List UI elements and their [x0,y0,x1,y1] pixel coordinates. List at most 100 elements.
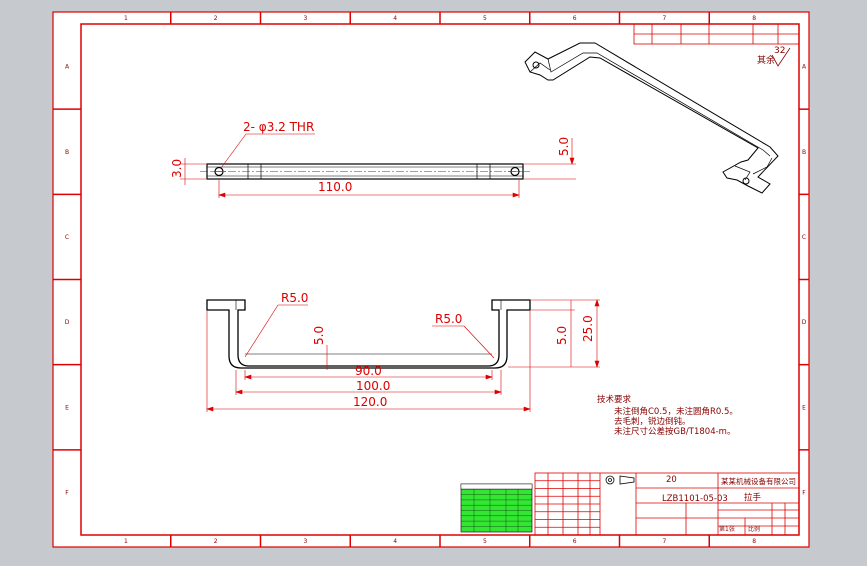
radius-leader [463,325,495,359]
isometric-view [524,42,779,194]
projection-symbol-circle [608,478,612,482]
zone-label-left: A [65,64,70,71]
surface-roughness-note: 其余 32 [757,46,791,67]
iso-edge [752,157,773,175]
arrow [512,192,520,198]
drawing-number: LZB1101-05-03 [662,494,728,504]
dim-length-110: 110.0 [318,180,352,194]
zone-label-right: E [802,404,806,411]
dim-thickness-5: 5.0 [312,326,326,345]
parts-table [460,483,533,533]
title-block-text: 20 LZB1101-05-03 某某机械设备有限公司 拉手 比例 第1张 [662,475,796,533]
zone-label-top: 3 [303,15,307,22]
iso-edge [529,62,551,73]
arrow [218,192,226,198]
radius-left: R5.0 [281,291,308,305]
tech-note-1: 未注倒角C0.5，未注圆角R0.5。 [614,406,738,417]
company-name: 某某机械设备有限公司 [721,476,796,486]
parts-table-header [460,483,533,490]
radius-right: R5.0 [435,312,462,326]
zone-label-bottom: 1 [124,538,128,545]
tech-note-3: 未注尺寸公差按GB/T1804-m。 [614,426,735,437]
revision-table [633,23,800,45]
top-view-dimensions [180,133,576,198]
arrow [594,299,600,307]
zone-label-right: A [802,64,807,71]
zone-label-right: D [802,319,807,326]
iso-edge [734,165,751,181]
zone-label-left: B [65,149,69,156]
arrow [235,389,243,395]
arrow [523,406,531,412]
drawing-sheet [52,11,810,548]
zone-label-top: 4 [393,15,397,22]
zone-label-right: C [802,234,806,241]
top-view [200,163,530,180]
zone-label-bottom: 7 [662,538,666,545]
radius-leader [244,304,279,358]
parts-table-fill [460,483,533,533]
title-block [534,472,800,536]
front-view-outline [206,299,531,369]
arrow [485,374,493,380]
zone-label-left: F [65,489,69,496]
zone-label-bottom: 2 [214,538,218,545]
iso-edge [547,52,771,157]
dim-step-5: 5.0 [555,326,569,345]
zone-label-left: E [65,404,69,411]
zone-label-bottom: 5 [483,538,487,545]
zone-label-bottom: 6 [573,538,577,545]
zone-label-top: 6 [573,15,577,22]
arrow [244,374,252,380]
zone-label-left: C [65,234,69,241]
iso-outline [524,42,779,194]
technical-requirements: 技术要求 未注倒角C0.5，未注圆角R0.5。 去毛刺，锐边倒钝。 未注尺寸公差… [597,394,738,437]
hole-callout-leader [220,133,247,169]
tech-note-2: 去毛刺，锐边倒钝。 [614,416,691,427]
arrow [494,389,502,395]
title-block-left-grid [535,473,600,535]
front-view-dim-text: R5.0 R5.0 5.0 90.0 100.0 120.0 5.0 25.0 [281,291,595,409]
zone-label-bottom: 3 [303,538,307,545]
iso-hole [742,177,750,185]
material-value: 20 [666,475,677,485]
dim-mid-100: 100.0 [356,379,390,393]
tech-notes-heading: 技术要求 [597,394,632,405]
zone-label-bottom: 8 [752,538,756,545]
iso-hole [532,61,540,69]
part-name: 拉手 [744,492,762,503]
projection-symbol-circle [605,475,615,485]
arrow [594,360,600,368]
zone-label-top: 1 [124,15,128,22]
zone-label-top: 7 [662,15,666,22]
zone-label-top: 5 [483,15,487,22]
zone-label-right: B [802,149,806,156]
dim-height-3: 3.0 [170,159,184,178]
dim-overall-120: 120.0 [353,395,387,409]
sheet-label: 第1张 [719,525,735,533]
arrow [569,157,575,165]
parts-table-grid [461,484,532,532]
surface-note-label: 其余 [757,54,775,66]
dim-height-25: 25.0 [581,315,595,342]
zone-label-right: F [802,489,806,496]
projection-symbol-cone [619,475,635,485]
surface-note-value: 32 [774,46,785,56]
title-block-symbol [605,475,635,485]
front-view [206,299,531,369]
zone-label-top: 8 [752,15,756,22]
hole-callout: 2- φ3.2 THR [243,120,314,134]
zone-label-bottom: 4 [393,538,397,545]
top-view-dim-text: 2- φ3.2 THR 110.0 3.0 5.0 [170,120,571,194]
front-view-dimensions [206,299,600,412]
arrow [206,406,214,412]
zone-label-top: 2 [214,15,218,22]
scale-label: 比例 [748,525,760,533]
dim-inner-90: 90.0 [355,364,382,378]
dim-width-5: 5.0 [557,137,571,156]
zone-label-left: D [65,319,70,326]
roughness-symbol [771,47,791,67]
